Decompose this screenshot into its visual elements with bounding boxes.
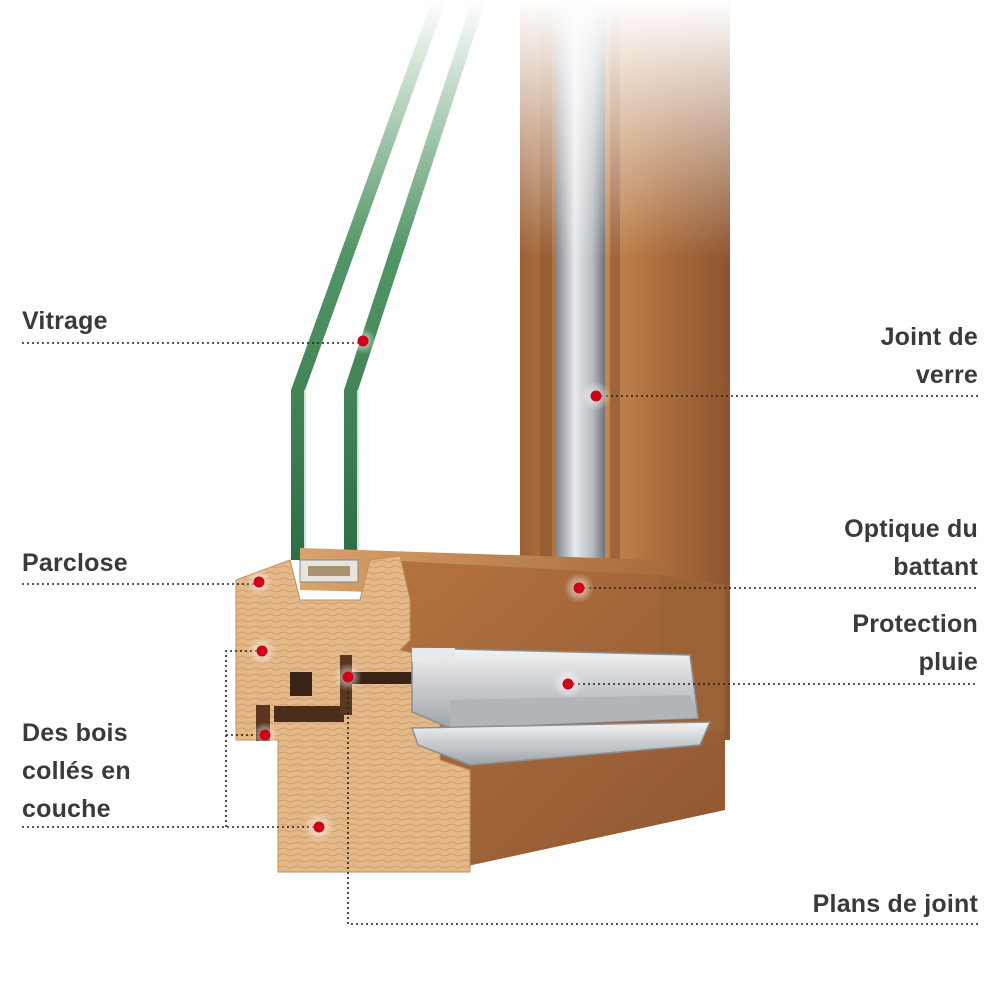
label-bois-line-3: couche <box>22 795 111 823</box>
marker-plans-joint <box>334 663 362 691</box>
label-joint-verre: Joint de verre <box>881 318 978 394</box>
label-optique-line-2: battant <box>893 553 978 581</box>
leader-plans-joint <box>347 677 978 925</box>
glazing-panes <box>291 0 486 560</box>
label-joint-verre-line-1: Joint de <box>880 323 978 351</box>
marker-protection <box>553 669 583 699</box>
label-bois: Des bois collés en couche <box>22 714 131 828</box>
marker-joint-verre <box>581 381 611 411</box>
label-plans-joint: Plans de joint <box>812 890 978 918</box>
marker-bois-2 <box>252 722 278 748</box>
label-parclose: Parclose <box>22 549 128 577</box>
label-bois-line-2: collés en <box>22 757 131 785</box>
label-protection: Protection pluie <box>852 605 978 681</box>
marker-bois-3 <box>304 812 334 842</box>
label-vitrage: Vitrage <box>22 307 108 335</box>
marker-vitrage <box>350 328 376 354</box>
label-optique-line-1: Optique du <box>844 515 978 543</box>
rain-protection-profile <box>410 647 712 766</box>
marker-optique <box>564 573 594 603</box>
label-bois-line-1: Des bois <box>22 719 128 747</box>
callout-markers <box>246 328 611 842</box>
cross-section-face <box>235 555 471 873</box>
marker-bois-1 <box>248 637 276 665</box>
label-protection-line-2: pluie <box>918 648 978 676</box>
label-protection-line-1: Protection <box>852 610 978 638</box>
label-joint-verre-line-2: verre <box>915 361 978 389</box>
label-optique: Optique du battant <box>844 510 978 586</box>
marker-parclose <box>246 569 272 595</box>
